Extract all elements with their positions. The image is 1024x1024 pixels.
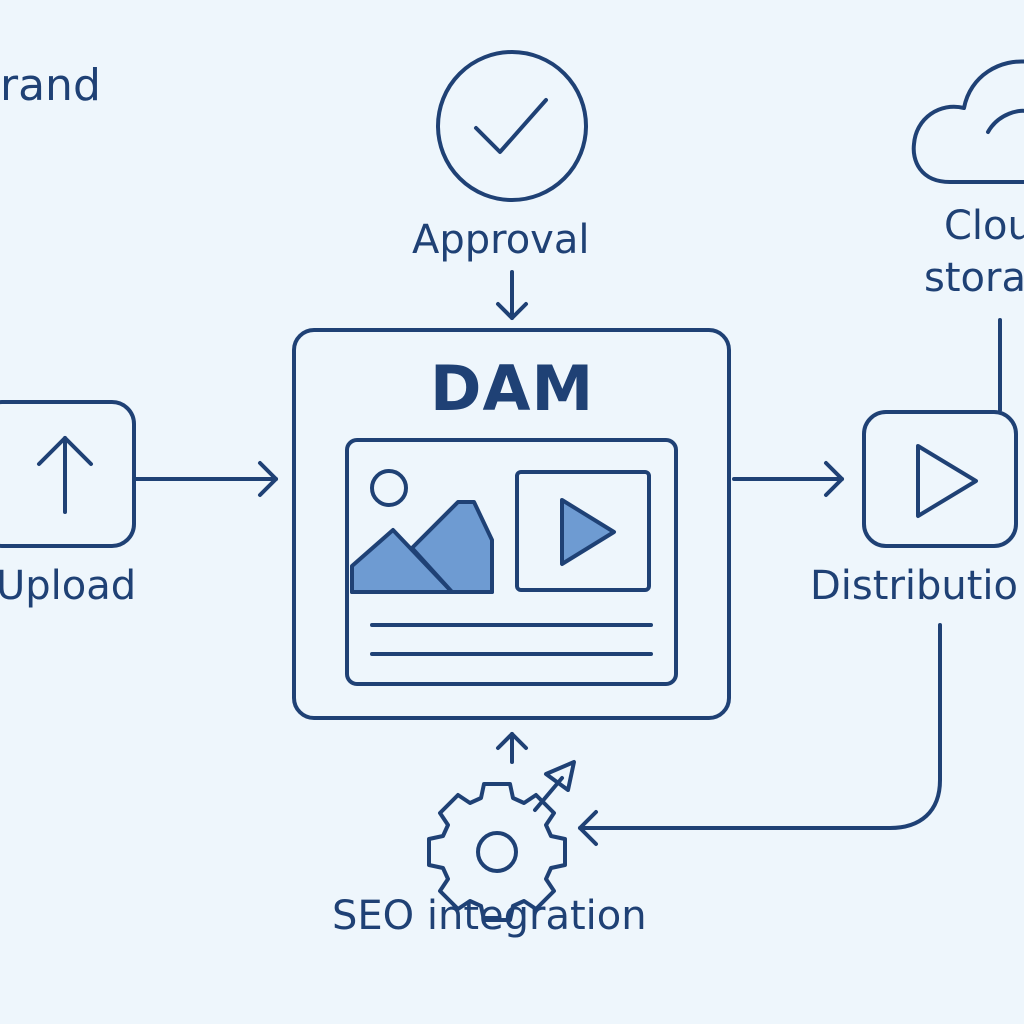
brand-label: rand xyxy=(0,60,101,111)
image-icon xyxy=(350,469,494,594)
seo-to-dam-arrow xyxy=(496,732,528,764)
approval-to-dam-arrow xyxy=(496,270,528,320)
seo-integration-label: SEO integration xyxy=(332,893,647,939)
upload-to-dam-arrow xyxy=(134,461,278,497)
video-play-icon xyxy=(515,470,651,592)
approval-label: Approval xyxy=(412,217,590,263)
check-circle-icon xyxy=(436,50,588,202)
distribution-label: Distributio xyxy=(810,563,1019,609)
upload-arrow-icon xyxy=(0,400,136,548)
distribution-to-seo-connector xyxy=(578,623,942,846)
cloud-storage-label-line2: stora xyxy=(924,255,1024,301)
cloud-icon xyxy=(911,59,1024,184)
upload-label: Upload xyxy=(0,563,137,609)
gear-arrow-icon xyxy=(427,760,576,922)
dam-box xyxy=(292,328,731,720)
play-icon xyxy=(862,410,1018,548)
cloud-storage-label-line1: Clou xyxy=(944,203,1024,249)
dam-text-lines xyxy=(370,623,653,656)
dam-to-distribution-arrow xyxy=(732,461,844,497)
dam-title: DAM xyxy=(430,352,595,425)
